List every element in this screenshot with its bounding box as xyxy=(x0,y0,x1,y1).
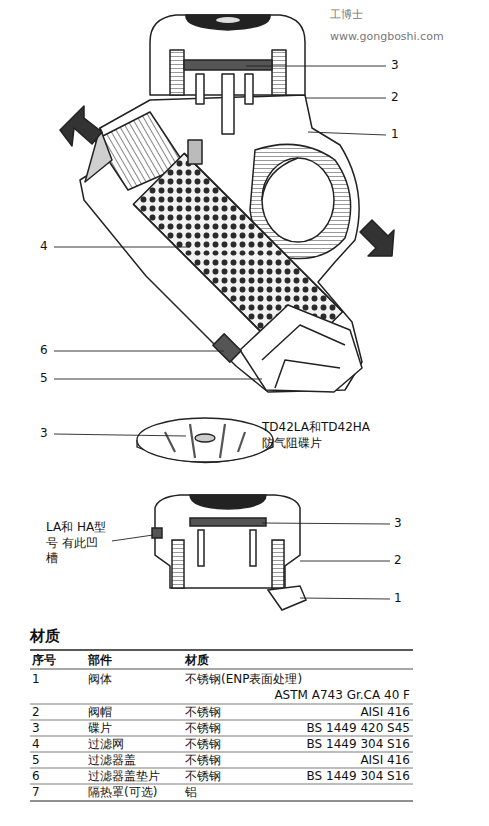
watermark: www.gongboshi.com xyxy=(330,30,444,44)
table-cell: 4 xyxy=(32,737,40,753)
callout-number: 1 xyxy=(394,591,402,607)
table-cell: AISI 416 xyxy=(230,753,410,769)
table-cell: 3 xyxy=(32,721,40,737)
table-cell: 过滤器盖 xyxy=(88,753,136,769)
table-cell: 2 xyxy=(32,705,40,721)
part-note: LA和 HA型号 有此凹槽 xyxy=(46,520,108,567)
table-cell: 不锈钢(ENP表面处理) xyxy=(185,672,302,688)
table-cell: BS 1449 304 S16 xyxy=(230,769,410,785)
table-cell: 不锈钢 xyxy=(185,769,221,785)
table-cell: 不锈钢 xyxy=(185,721,221,737)
callout-number: 3 xyxy=(40,426,48,442)
table-cell: 过滤器盖垫片 xyxy=(88,769,160,785)
table-cell: BS 1449 304 S16 xyxy=(230,737,410,753)
table-cell: 阀帽 xyxy=(88,705,112,721)
table-title: 材质 xyxy=(30,627,60,646)
table-cell: AISI 416 xyxy=(230,705,410,721)
table-cell: 1 xyxy=(32,672,40,688)
table-cell: 不锈钢 xyxy=(185,737,221,753)
leader-lines xyxy=(54,66,390,599)
table-cell: ASTM A743 Gr.CA 40 F xyxy=(230,688,410,704)
table-cell: 不锈钢 xyxy=(185,753,221,769)
flow-arrow xyxy=(60,106,102,146)
table-cell: 6 xyxy=(32,769,40,785)
table-cell: 隔热罩(可选) xyxy=(88,785,157,801)
callout-number: 2 xyxy=(394,553,402,569)
callout-number: 6 xyxy=(40,343,48,359)
callout-number: 5 xyxy=(40,371,48,387)
part-note: TD42LA和TD42HA 防气阻碟片 xyxy=(262,420,374,451)
disc-detail xyxy=(137,418,273,463)
callout-number: 1 xyxy=(391,127,399,143)
table-cell: 7 xyxy=(32,785,40,801)
table-header: 序号 xyxy=(32,653,56,669)
table-header: 部件 xyxy=(88,653,112,669)
callout-number: 3 xyxy=(394,516,402,532)
valve-body xyxy=(80,95,362,392)
callout-number: 3 xyxy=(391,58,399,74)
table-header: 材质 xyxy=(185,653,209,669)
table-cell: 过滤网 xyxy=(88,737,124,753)
table-rules xyxy=(30,650,413,801)
table-cell: 不锈钢 xyxy=(185,705,221,721)
cap-gasket xyxy=(213,334,241,362)
callout-number: 4 xyxy=(40,239,48,255)
watermark: 工博士 xyxy=(330,8,363,22)
table-cell: 阀体 xyxy=(88,672,112,688)
bonnet-detail xyxy=(152,495,306,610)
callout-number: 2 xyxy=(391,90,399,106)
table-cell: 5 xyxy=(32,753,40,769)
disc xyxy=(184,60,272,70)
table-cell: 铝 xyxy=(185,785,197,801)
flow-arrow xyxy=(360,220,394,256)
table-cell: 碟片 xyxy=(88,721,112,737)
table-cell: BS 1449 420 S45 xyxy=(230,721,410,737)
